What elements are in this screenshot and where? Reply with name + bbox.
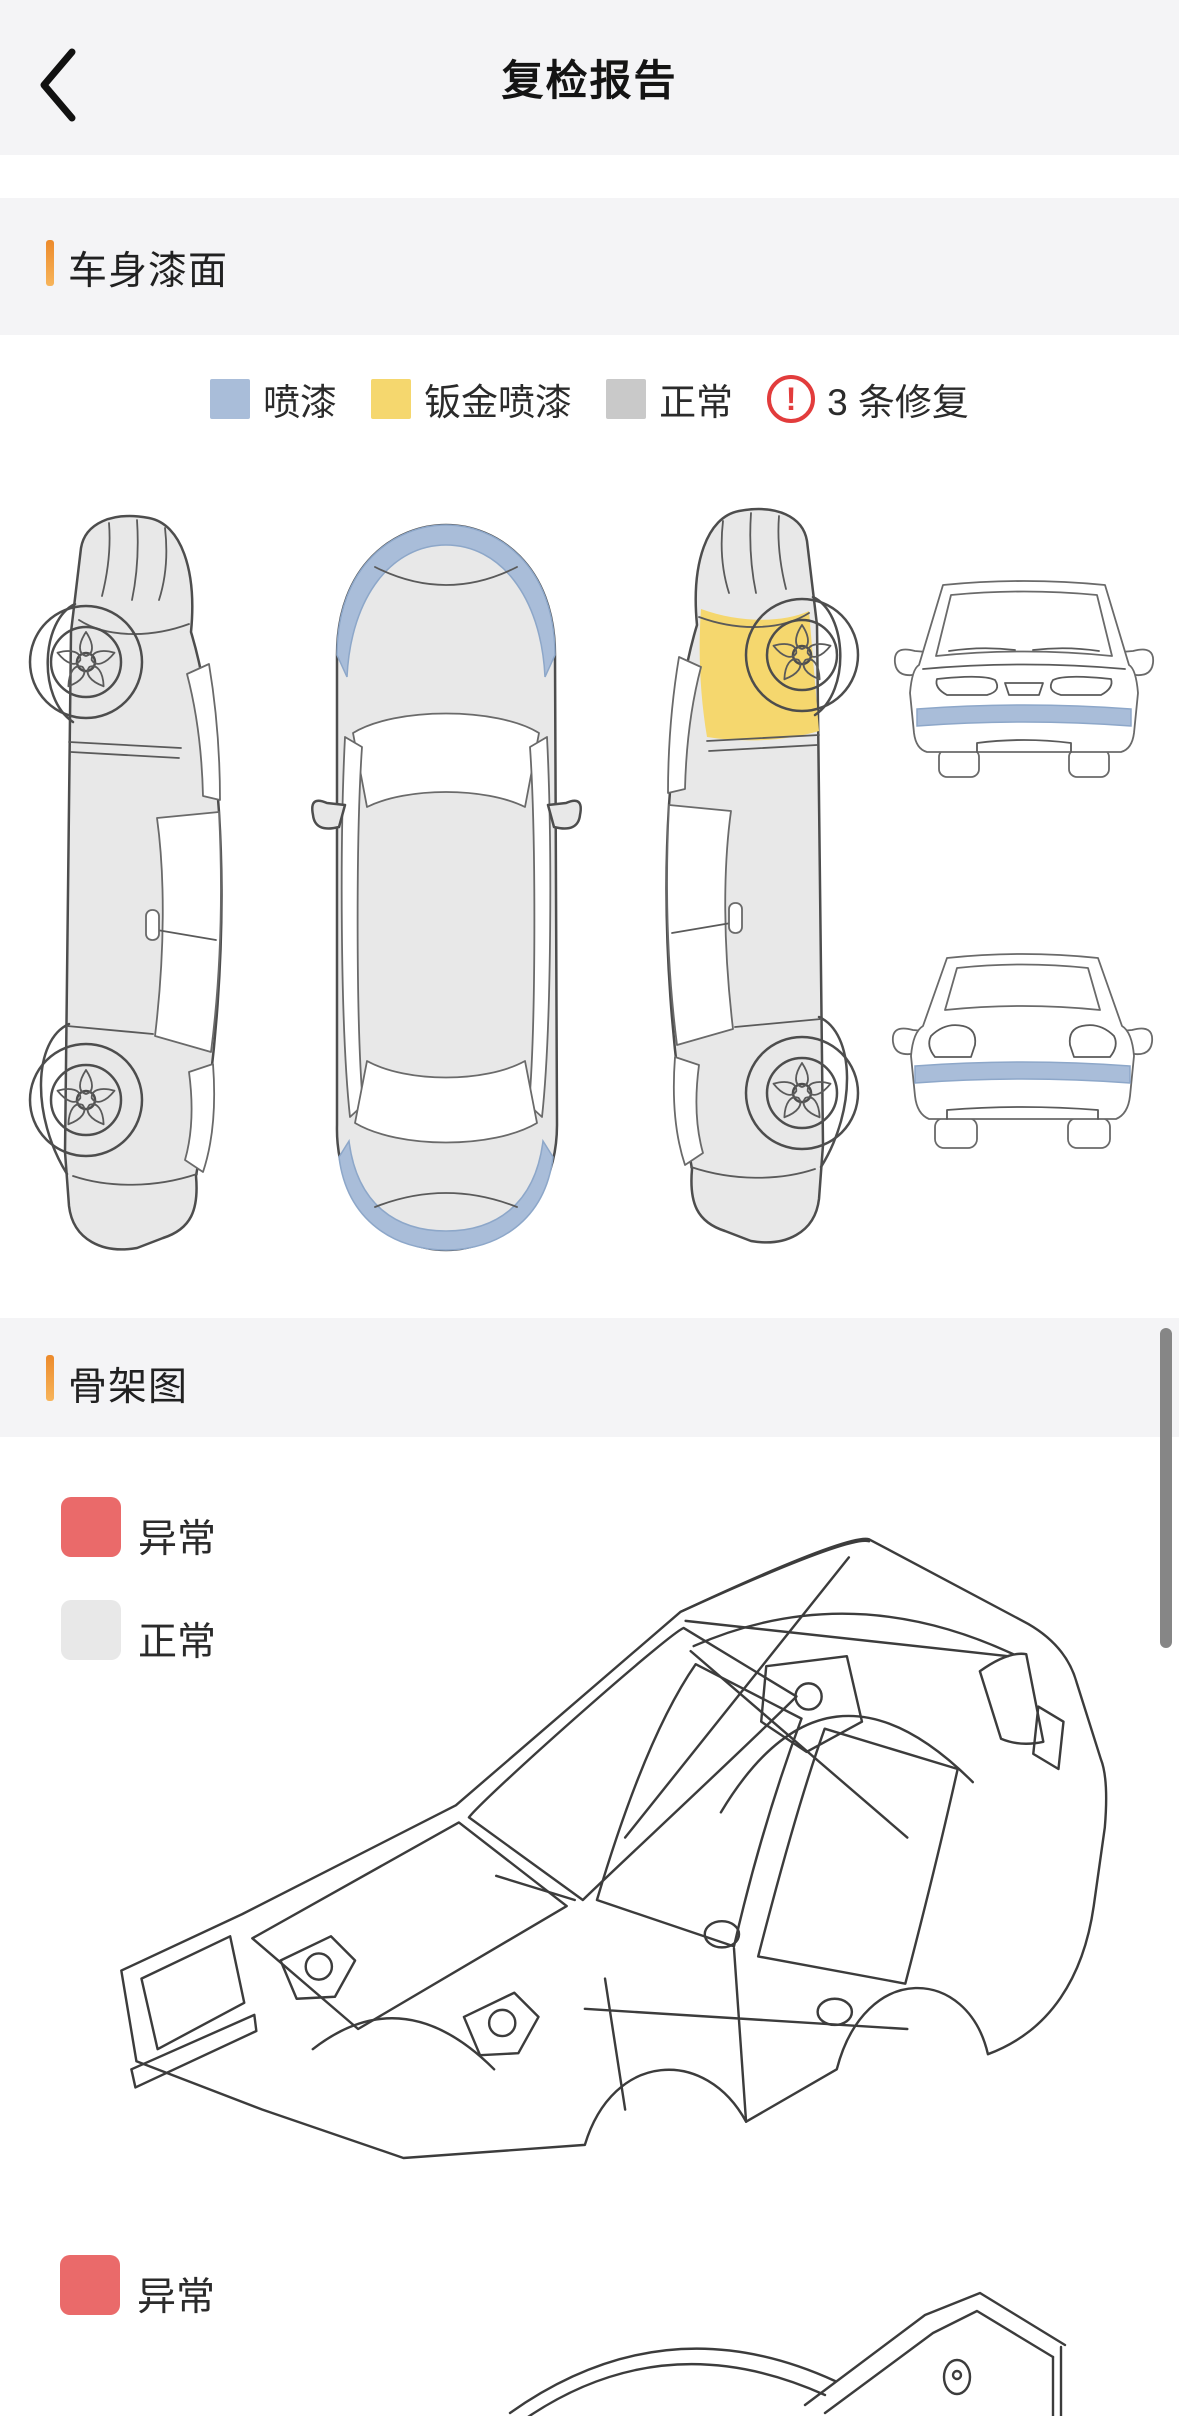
- car-front-view-diagram: [893, 580, 1155, 778]
- chevron-left-icon: [40, 48, 76, 122]
- legend-item-normal: 正常: [606, 372, 733, 426]
- door-handle: [145, 909, 160, 941]
- abnormal-label: 异常: [137, 2276, 216, 2319]
- skeleton-section-band: 骨架图: [0, 1318, 1179, 1437]
- car-left-side-diagram: [28, 514, 223, 1251]
- scrollbar-thumb[interactable]: [1160, 1328, 1172, 1648]
- body-frame-diagram: [120, 1537, 1108, 2160]
- sheet-metal-paint-highlight: [699, 609, 819, 741]
- abnormal-label: 异常: [138, 1518, 217, 1561]
- spray-paint-label: 喷漆: [263, 382, 338, 423]
- paint-legend: 喷漆 钣金喷漆 正常 ! 3 条修复: [0, 372, 1179, 426]
- front-wheel-icon: [744, 597, 860, 713]
- front-bumper-paint-highlight: [916, 704, 1132, 727]
- page-title: 复检报告: [501, 57, 678, 104]
- normal-label: 正常: [659, 382, 734, 423]
- body-frame-bottom-diagram: [508, 2291, 1067, 2416]
- app-header: 复检报告: [0, 0, 1179, 155]
- legend-item-sheet-metal: 钣金喷漆: [371, 372, 572, 426]
- legend-item-spray-paint: 喷漆: [210, 372, 337, 426]
- rear-bumper-paint-highlight: [914, 1061, 1131, 1084]
- warning-circle-icon: !: [767, 375, 816, 423]
- section-accent-bar: [46, 240, 54, 286]
- top-front-bumper-paint-highlight: [336, 524, 556, 678]
- car-right-side-diagram: [665, 507, 860, 1244]
- paint-section-title: 车身漆面: [68, 250, 229, 293]
- right-mirror: [546, 799, 582, 830]
- abnormal-swatch: [60, 2255, 120, 2315]
- front-wheel-icon: [28, 604, 144, 720]
- abnormal-swatch: [61, 1497, 121, 1557]
- normal-swatch: [606, 379, 647, 419]
- sheet-metal-label: 钣金喷漆: [424, 382, 573, 423]
- rear-wheel-icon: [744, 1035, 860, 1151]
- normal-label: 正常: [138, 1621, 217, 1664]
- back-button[interactable]: [22, 40, 94, 130]
- skeleton-section-title: 骨架图: [68, 1366, 189, 1409]
- left-mirror: [311, 799, 347, 830]
- paint-section-band: 车身漆面: [0, 198, 1179, 335]
- car-top-view-diagram: [311, 523, 582, 1252]
- repair-count-note: ! 3 条修复: [767, 372, 969, 426]
- car-rear-view-diagram: [891, 953, 1154, 1149]
- spray-paint-swatch: [210, 379, 251, 419]
- section-accent-bar: [46, 1355, 54, 1401]
- normal-swatch: [61, 1600, 121, 1660]
- door-handle: [728, 902, 743, 934]
- sheet-metal-swatch: [371, 379, 412, 419]
- rear-wheel-icon: [28, 1042, 144, 1158]
- repair-count-text: 3 条修复: [827, 382, 969, 423]
- top-rear-bumper-paint-highlight: [338, 1138, 554, 1251]
